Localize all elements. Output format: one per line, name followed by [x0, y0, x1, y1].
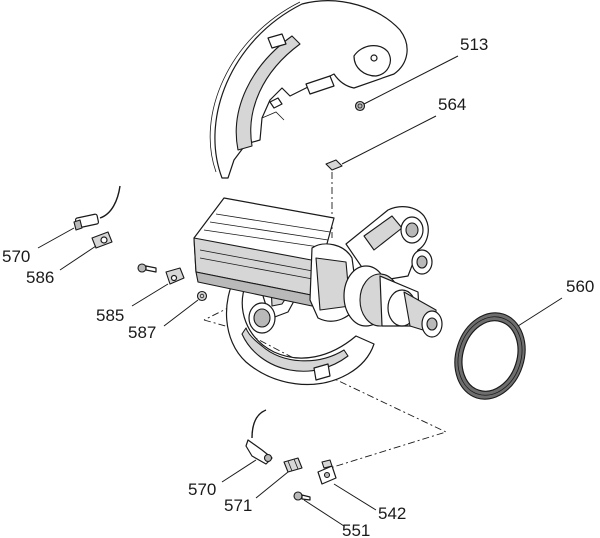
part-585-screw [137, 263, 157, 273]
callout-564: 564 [438, 95, 466, 114]
part-542-clip [317, 459, 337, 485]
leader-570b [221, 459, 257, 483]
leader-lines [37, 55, 563, 527]
callout-570-upper: 570 [2, 247, 30, 266]
upper-blade-guard [209, 0, 408, 179]
part-551-screw [293, 491, 311, 501]
part-571-sleeve [283, 457, 303, 473]
callout-585: 585 [96, 306, 124, 325]
motor-housing [193, 197, 359, 322]
leader-560 [517, 297, 563, 327]
part-586-clamp [91, 231, 113, 249]
leader-586 [59, 245, 97, 271]
callout-571: 571 [224, 496, 252, 515]
leader-564 [341, 115, 437, 165]
leader-570a [37, 227, 75, 249]
leader-513 [363, 55, 459, 105]
gearbox-assembly [343, 206, 443, 338]
callout-570-lower: 570 [188, 480, 216, 499]
callout-labels: 513 564 570 586 585 587 560 570 571 542 … [2, 35, 594, 538]
callout-586: 586 [26, 268, 54, 287]
leader-571 [255, 471, 289, 499]
callout-587: 587 [128, 323, 156, 342]
part-587-washer [196, 290, 208, 302]
part-570-cable-upper [73, 185, 121, 231]
callout-542: 542 [378, 504, 406, 523]
callout-513: 513 [460, 35, 488, 54]
part-564-clip [325, 159, 343, 171]
leader-551 [303, 499, 345, 527]
part-560-ring [454, 312, 526, 400]
callout-551: 551 [342, 521, 370, 538]
part-570-cable-lower [245, 409, 273, 465]
leader-587 [163, 299, 199, 327]
callout-560: 560 [566, 277, 594, 296]
part-585-bracket [165, 267, 185, 285]
part-513-nut [354, 100, 366, 112]
leader-585 [131, 283, 169, 307]
leader-542 [333, 483, 377, 511]
